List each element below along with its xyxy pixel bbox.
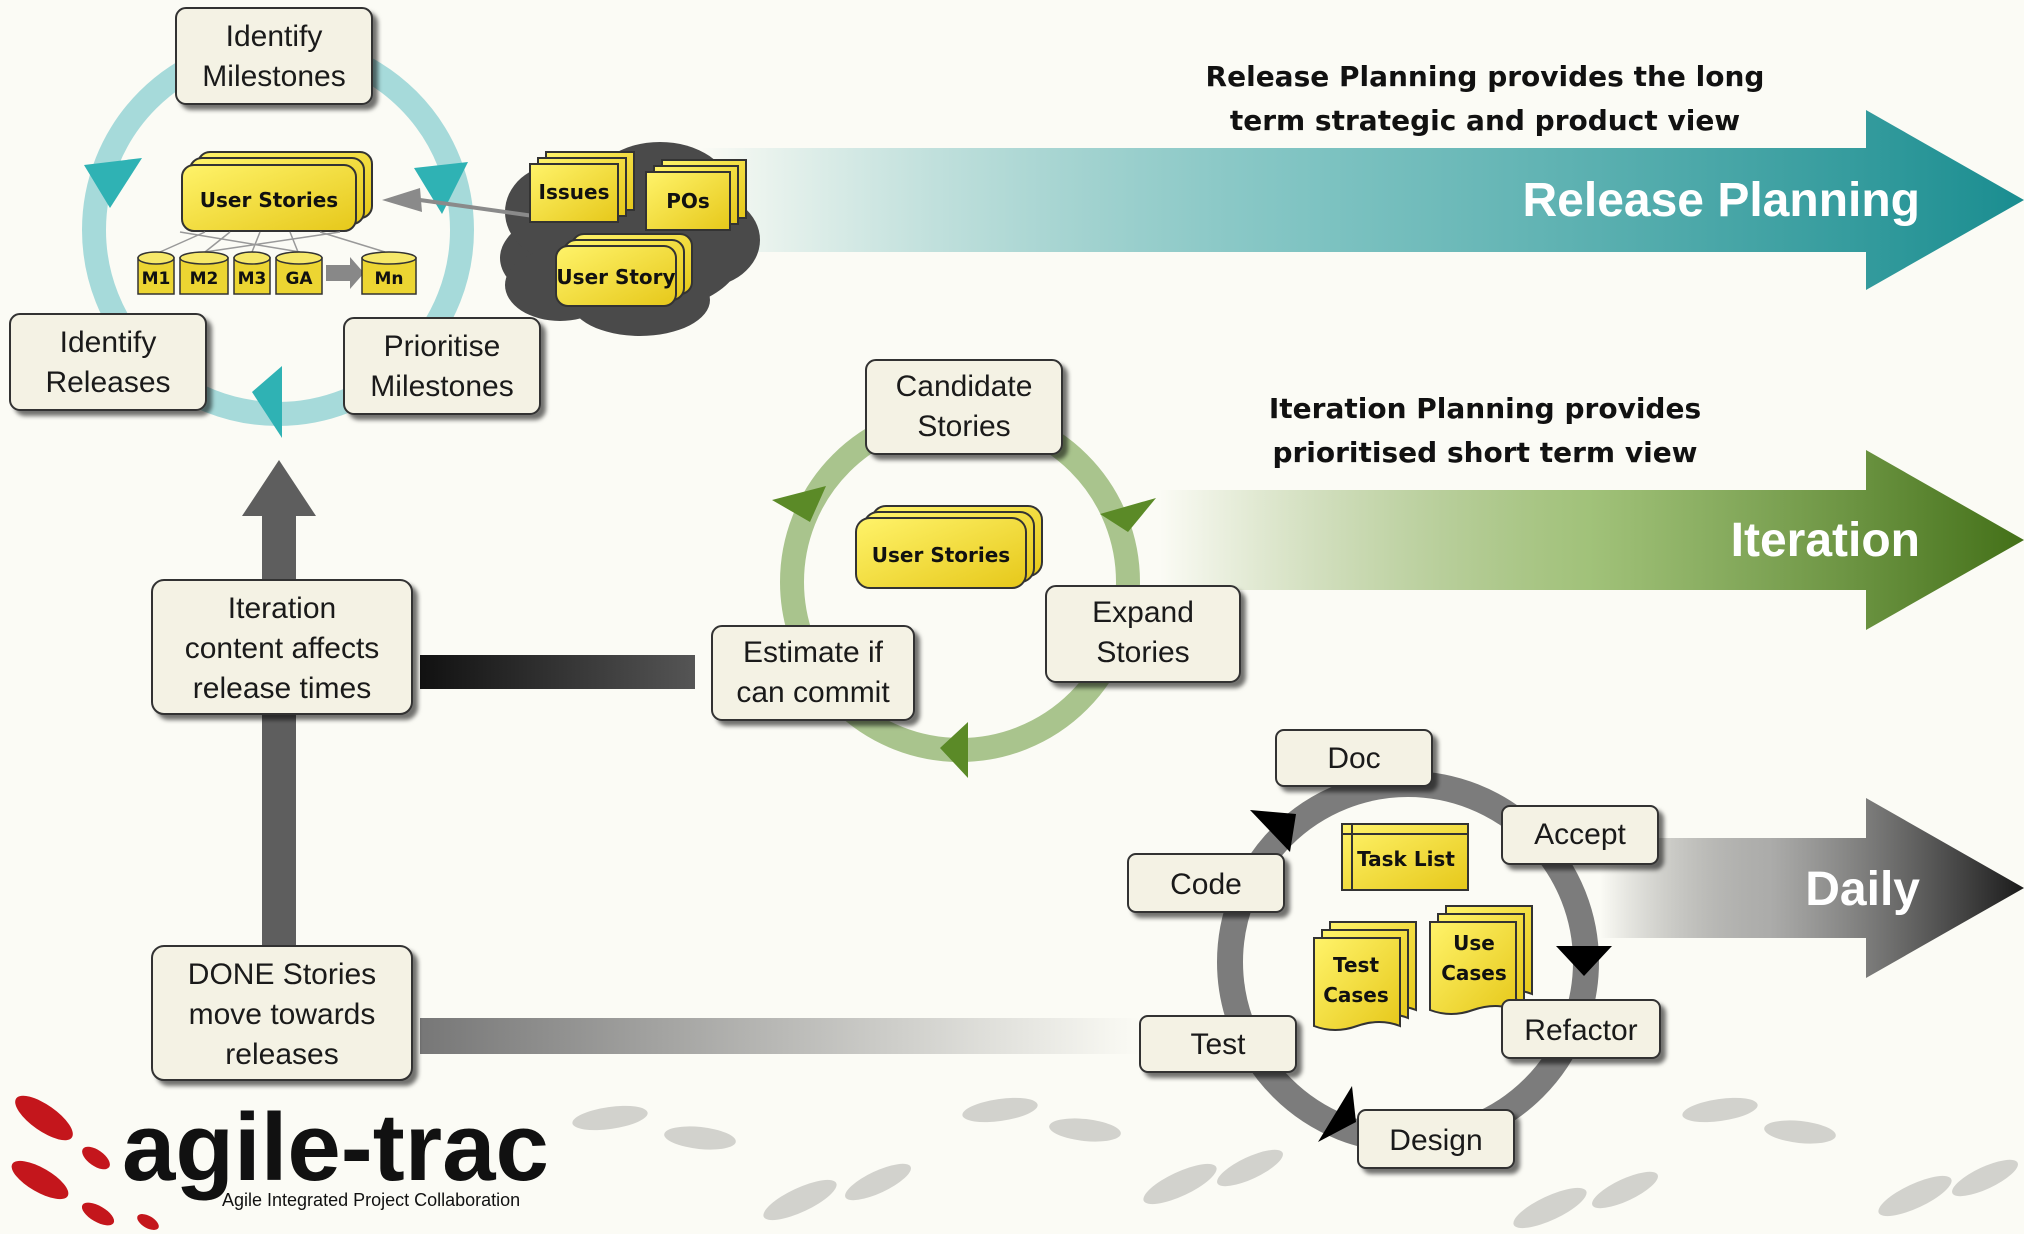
release-cycle: User Stories M1 M2 M3 GA [9,7,541,438]
doc-box: Doc [1275,729,1433,787]
daily-cycle-arrowhead [1318,1086,1356,1142]
milestone-connectors [159,231,386,253]
code-label: Code [1170,868,1242,901]
identify-releases-box: Identify Releases [9,313,207,411]
doc-label: Doc [1327,742,1380,775]
agile-trac-logo: agile-trac Agile Integrated Project Coll… [11,1094,549,1230]
milestone-m1: M1 [142,269,171,289]
daily-cycle-arrowhead [1556,946,1612,976]
iteration-band: Iteration [1160,450,2024,630]
milestone-mn: Mn [374,269,403,289]
accept-box: Accept [1501,805,1659,865]
release-cycle-arrowhead [84,158,142,208]
daily-band: Daily [1600,798,2024,978]
backlog-cloud: Issues POs User Story [382,142,760,336]
milestone-m2: M2 [190,269,219,289]
issues-doc: Issues [529,151,635,223]
test-label: Test [1190,1028,1246,1061]
identify-releases-line-1: Identify [60,326,157,359]
design-label: Design [1389,1124,1482,1157]
release-planning-label: Release Planning [1523,174,1920,227]
done-stories-box: DONE Stories move towards releases [151,945,413,1081]
iteration-cycle-arrowhead [940,722,968,778]
identify-milestones-line-1: Identify [226,20,323,53]
daily-feedback-bar [420,1018,1140,1054]
iteration-note-line-1: Iteration Planning provides [1269,392,1701,425]
done-stories-line-1: DONE Stories [188,958,376,991]
task-list-label: Task List [1357,847,1455,871]
prioritise-milestones-box: Prioritise Milestones [343,317,541,415]
release-planning-band: Release Planning [700,110,2024,290]
iteration-content-box: Iteration content affects release times [151,579,413,715]
milestone-disks: M1 M2 M3 GA Mn [137,251,417,295]
test-cases-doc: Test Cases [1313,921,1417,1031]
daily-cycle: Task List Test Cases Use Cases Doc Accep… [1127,729,1661,1169]
iteration-cycle: User Stories Candidate Stories Expand St… [711,359,1241,778]
iteration-content-line-3: release times [193,672,371,705]
code-box: Code [1127,853,1285,913]
release-note-line-2: term strategic and product view [1230,104,1740,137]
identify-releases-line-2: Releases [45,366,170,399]
footprints-decoration [572,1097,2018,1229]
use-cases-doc: Use Cases [1429,905,1533,1015]
iteration-note-line-2: prioritised short term view [1272,436,1697,469]
backlog-to-stories-arrowhead [382,188,422,212]
release-cycle-arrowhead [252,366,282,438]
use-cases-line-2: Cases [1441,961,1507,985]
done-stories-line-2: move towards [189,998,376,1031]
backlog-to-stories-line [419,198,549,220]
release-user-stories-label: User Stories [200,188,338,212]
milestone-ga: GA [285,269,313,289]
pos-label: POs [666,189,710,213]
estimate-box: Estimate if can commit [711,625,915,721]
milestone-m3: M3 [238,269,267,289]
iteration-label: Iteration [1731,514,1920,567]
release-note-line-1: Release Planning provides the long [1206,60,1765,93]
test-cases-line-1: Test [1333,953,1379,977]
expand-stories-line-1: Expand [1092,596,1194,629]
candidate-stories-line-2: Stories [917,410,1010,443]
test-cases-line-2: Cases [1323,983,1389,1007]
expand-stories-box: Expand Stories [1045,585,1241,683]
identify-milestones-line-2: Milestones [202,60,345,93]
iteration-cycle-arrowhead [1100,498,1156,532]
iteration-user-stories-stack: User Stories [855,505,1043,589]
estimate-line-2: can commit [736,676,890,709]
user-story-label: User Story [556,265,675,289]
prioritise-milestones-line-1: Prioritise [384,330,501,363]
daily-cycle-arrowhead [1250,810,1296,852]
expand-stories-line-2: Stories [1096,636,1189,669]
release-user-stories-stack: User Stories [181,151,373,232]
identify-milestones-box: Identify Milestones [175,7,373,105]
pos-doc: POs [645,159,747,231]
release-cycle-arrowhead [414,162,468,214]
use-cases-line-1: Use [1453,931,1495,955]
user-story-doc: User Story [555,233,693,307]
iteration-content-line-2: content affects [185,632,380,665]
iteration-cycle-arrowhead [772,486,826,522]
estimate-line-1: Estimate if [743,636,884,669]
done-stories-line-3: releases [225,1038,338,1071]
candidate-stories-line-1: Candidate [896,370,1033,403]
task-list-doc: Task List [1341,823,1469,891]
test-box: Test [1139,1015,1297,1073]
iteration-user-stories-label: User Stories [872,543,1010,567]
logo-footprints-icon [11,1095,159,1230]
prioritise-milestones-line-2: Milestones [370,370,513,403]
daily-label: Daily [1805,863,1920,916]
candidate-stories-box: Candidate Stories [865,359,1063,455]
design-box: Design [1357,1109,1515,1169]
issues-label: Issues [539,180,610,204]
iteration-content-line-1: Iteration [228,592,336,625]
refactor-box: Refactor [1501,999,1661,1059]
logo-tagline: Agile Integrated Project Collaboration [222,1190,520,1210]
refactor-label: Refactor [1524,1014,1637,1047]
iteration-feedback-bar [420,655,695,689]
logo-name: agile-trac [122,1094,549,1201]
accept-label: Accept [1534,818,1626,851]
